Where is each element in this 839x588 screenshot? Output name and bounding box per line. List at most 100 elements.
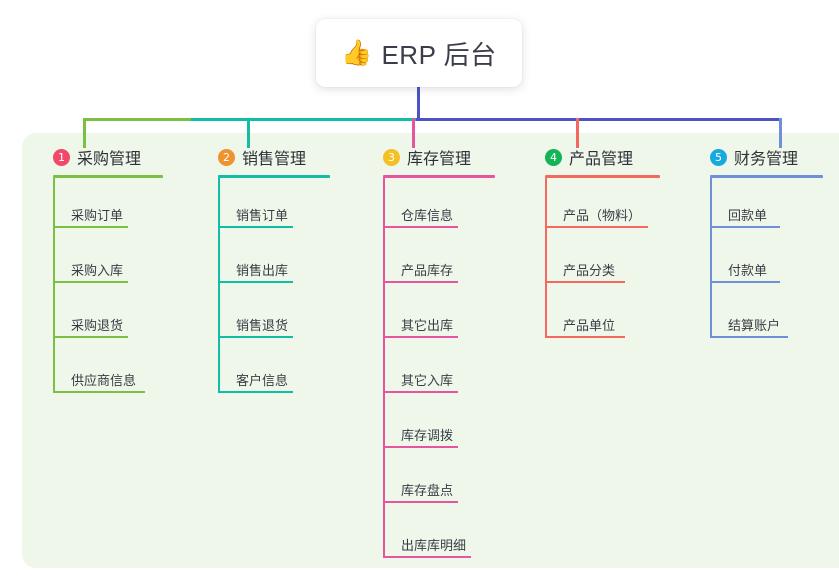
branch-underline — [53, 175, 163, 178]
thumbs-up-icon: 👍 — [341, 38, 373, 67]
branch-item-label: 供应商信息 — [71, 373, 137, 388]
branch-item-label: 产品（物料） — [563, 208, 642, 223]
branch-header-3[interactable]: 3 库存管理 — [365, 145, 530, 169]
branch-spine — [383, 178, 385, 558]
branch-header-1[interactable]: 1 采购管理 — [35, 145, 200, 169]
branch-underline — [710, 175, 823, 178]
branch-spine — [218, 178, 220, 393]
branch-number-badge: 1 — [53, 148, 70, 166]
drop-connector-3 — [412, 118, 415, 148]
branch-item-label: 产品分类 — [563, 263, 616, 278]
branch-column-4: 4 产品管理产品（物料） 产品分类产品单位 — [527, 145, 692, 343]
branch-item-underline — [383, 446, 458, 448]
branch-item-underline — [710, 281, 780, 283]
branch-item-underline — [545, 226, 648, 228]
branch-item[interactable]: 结算账户 — [710, 288, 839, 343]
branch-title: 采购管理 — [77, 151, 142, 168]
branch-item-label: 销售退货 — [236, 318, 289, 333]
branch-item-underline — [53, 281, 128, 283]
branch-underline — [383, 175, 495, 178]
branch-item-label: 仓库信息 — [401, 208, 454, 223]
branch-title: 销售管理 — [242, 151, 307, 168]
branch-item[interactable]: 出库库明细 — [383, 508, 530, 563]
branch-spine — [53, 178, 55, 393]
branch-item[interactable]: 产品库存 — [383, 233, 530, 288]
branch-title: 财务管理 — [734, 151, 799, 168]
branch-item-underline — [383, 391, 458, 393]
branch-item-underline — [218, 336, 293, 338]
branch-item-list: 产品（物料） 产品分类产品单位 — [527, 178, 692, 343]
branch-item[interactable]: 采购退货 — [53, 288, 200, 343]
branch-item-label: 结算账户 — [728, 318, 781, 333]
branch-item-underline — [218, 281, 293, 283]
drop-connector-2 — [247, 118, 250, 148]
branch-item-list: 回款单付款单结算账户 — [692, 178, 839, 343]
branch-item-label: 销售出库 — [236, 263, 289, 278]
branch-item-underline — [710, 336, 788, 338]
branch-item-underline — [218, 226, 293, 228]
branch-item[interactable]: 销售出库 — [218, 233, 365, 288]
branch-title: 库存管理 — [407, 151, 472, 168]
branch-item-label: 采购订单 — [71, 208, 124, 223]
branch-item[interactable]: 库存调拨 — [383, 398, 530, 453]
branch-item[interactable]: 采购订单 — [53, 178, 200, 233]
root-node-card[interactable]: 👍 ERP 后台 — [316, 19, 522, 87]
drop-connector-5 — [779, 118, 782, 148]
branch-item[interactable]: 回款单 — [710, 178, 839, 233]
drop-connector-4 — [576, 118, 579, 148]
branch-item-label: 产品库存 — [401, 263, 454, 278]
branch-title: 产品管理 — [569, 151, 634, 168]
branch-item-underline — [53, 391, 145, 393]
branch-item-underline — [383, 501, 458, 503]
branch-item-label: 出库库明细 — [401, 538, 467, 553]
branch-header-4[interactable]: 4 产品管理 — [527, 145, 692, 169]
branch-item-label: 采购退货 — [71, 318, 124, 333]
branch-item-list: 销售订单销售出库销售退货客户信息 — [200, 178, 365, 398]
branch-item[interactable]: 产品单位 — [545, 288, 692, 343]
branch-item-underline — [53, 226, 128, 228]
branch-spine — [545, 178, 547, 338]
branch-underline — [545, 175, 660, 178]
branch-item[interactable]: 仓库信息 — [383, 178, 530, 233]
branch-number-badge: 3 — [383, 148, 400, 166]
branch-item[interactable]: 付款单 — [710, 233, 839, 288]
branch-item-label: 客户信息 — [236, 373, 289, 388]
branch-item[interactable]: 产品分类 — [545, 233, 692, 288]
branch-item-list: 采购订单采购入库采购退货供应商信息 — [35, 178, 200, 398]
branch-item[interactable]: 销售订单 — [218, 178, 365, 233]
branch-item[interactable]: 产品（物料） — [545, 178, 692, 233]
bus-segment-blue — [416, 118, 782, 121]
branch-item[interactable]: 其它入库 — [383, 343, 530, 398]
branch-number-badge: 5 — [710, 148, 727, 166]
branch-item-label: 销售订单 — [236, 208, 289, 223]
branch-item[interactable]: 供应商信息 — [53, 343, 200, 398]
branch-item-label: 库存调拨 — [401, 428, 454, 443]
branch-number-badge: 2 — [218, 148, 235, 166]
branch-item-label: 其它出库 — [401, 318, 454, 333]
root-stem-connector — [417, 87, 420, 121]
branch-item-label: 库存盘点 — [401, 483, 454, 498]
branch-header-5[interactable]: 5 财务管理 — [692, 145, 839, 169]
branch-column-3: 3 库存管理仓库信息产品库存其它出库其它入库库存调拨库存盘点出库库明细 — [365, 145, 530, 563]
branch-column-2: 2 销售管理销售订单销售出库销售退货客户信息 — [200, 145, 365, 398]
branch-item[interactable]: 客户信息 — [218, 343, 365, 398]
branch-item[interactable]: 其它出库 — [383, 288, 530, 343]
branch-item-label: 采购入库 — [71, 263, 124, 278]
branch-number-badge: 4 — [545, 148, 562, 166]
branch-item-underline — [383, 336, 458, 338]
branch-item[interactable]: 采购入库 — [53, 233, 200, 288]
branch-column-1: 1 采购管理采购订单采购入库采购退货供应商信息 — [35, 145, 200, 398]
branch-item[interactable]: 库存盘点 — [383, 453, 530, 508]
branch-item-underline — [545, 336, 625, 338]
branch-item[interactable]: 销售退货 — [218, 288, 365, 343]
branch-item-underline — [383, 281, 458, 283]
branch-item-underline — [383, 556, 471, 558]
branch-column-5: 5 财务管理回款单付款单结算账户 — [692, 145, 839, 343]
drop-connector-1 — [83, 118, 86, 148]
branch-header-2[interactable]: 2 销售管理 — [200, 145, 365, 169]
root-node-title: ERP 后台 — [381, 39, 497, 70]
branch-item-underline — [53, 336, 128, 338]
bus-segment-teal — [191, 118, 418, 121]
